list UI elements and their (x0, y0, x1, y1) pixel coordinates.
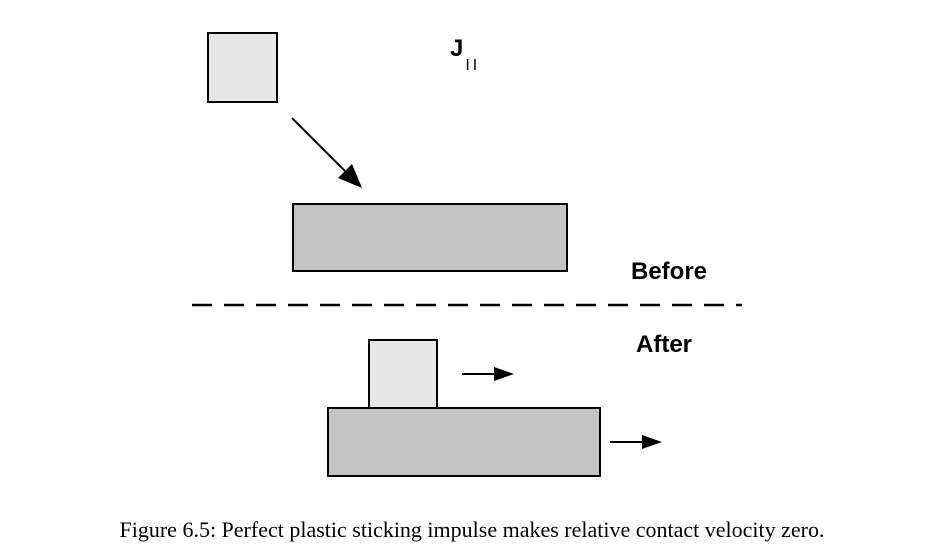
after-small-block (368, 339, 438, 409)
impulse-symbol: J (450, 35, 463, 62)
before-large-block (292, 203, 568, 272)
after-large-block (327, 407, 601, 477)
after-large-block-velocity-arrow (610, 435, 662, 449)
figure-caption: Figure 6.5: Perfect plastic sticking imp… (120, 517, 825, 542)
before-label: Before (631, 258, 707, 285)
impulse-subscript: II (465, 57, 480, 74)
before-velocity-arrow (291, 117, 362, 188)
impulse-label: JII (450, 35, 480, 74)
before-small-block (207, 32, 278, 103)
after-label: After (636, 331, 692, 358)
after-small-block-velocity-arrow (462, 367, 514, 381)
